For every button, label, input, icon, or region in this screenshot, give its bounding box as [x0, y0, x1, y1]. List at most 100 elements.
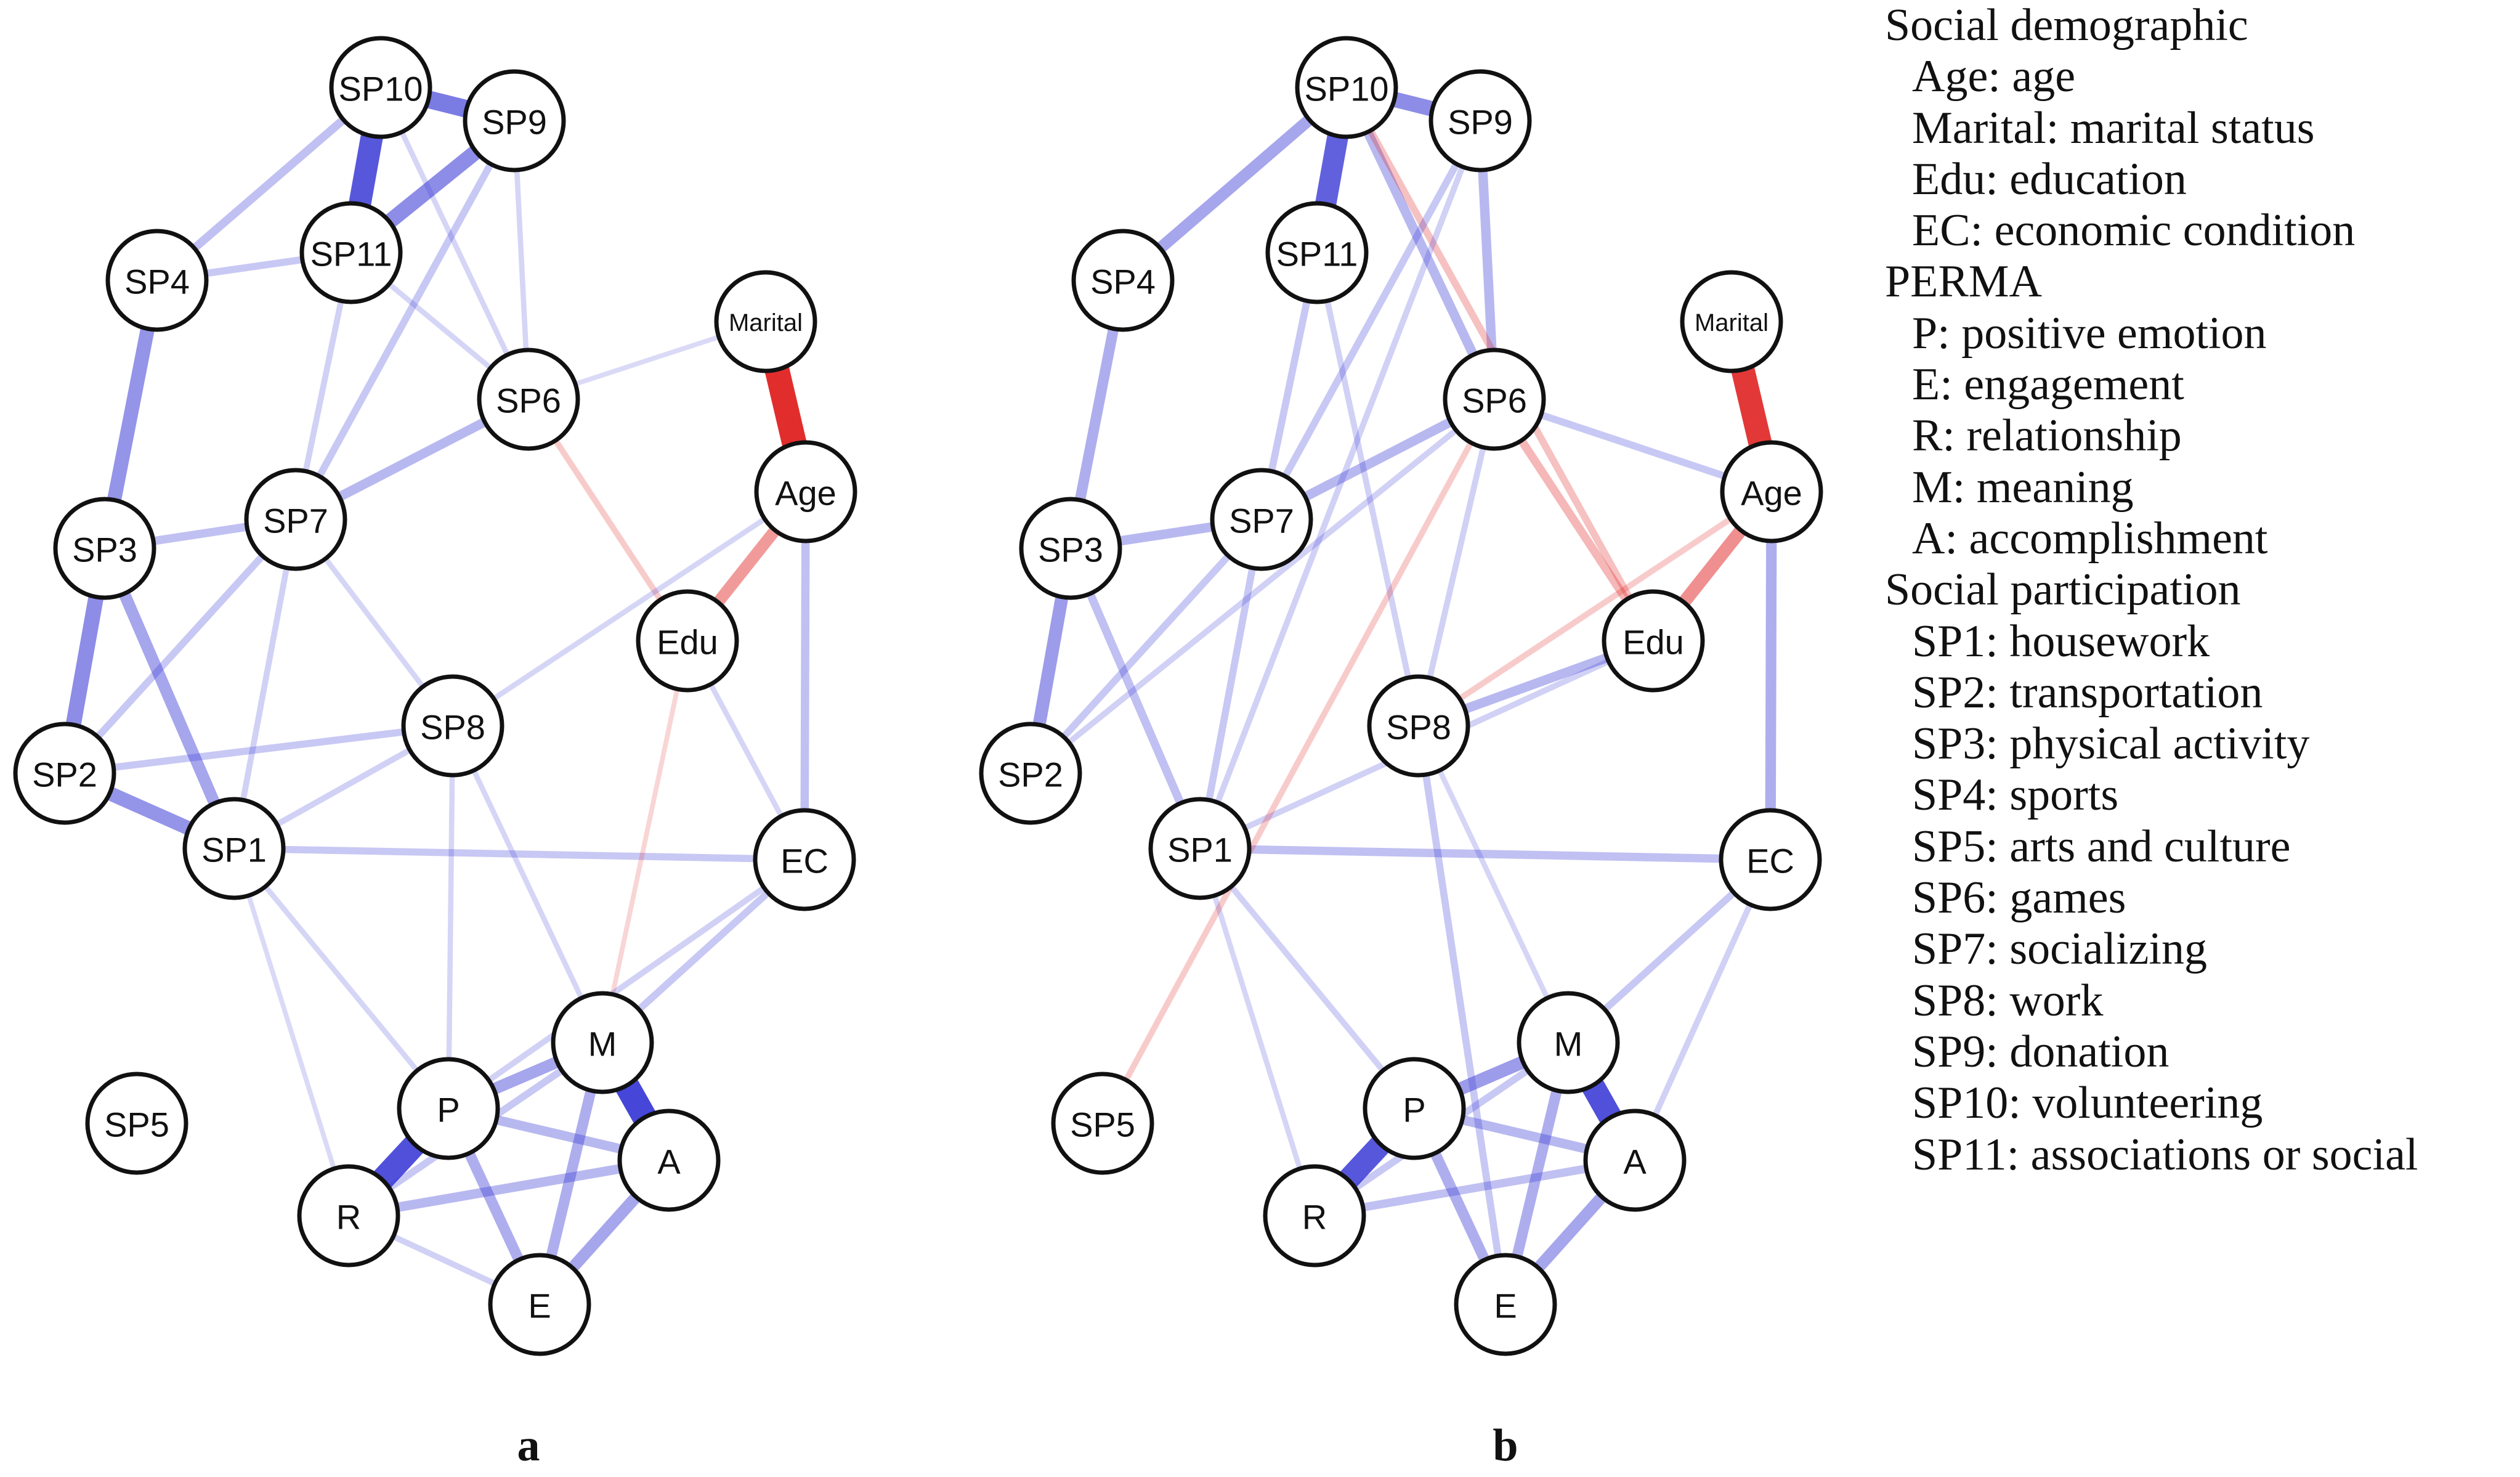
- edge-sp1-p: [231, 845, 452, 1112]
- node-sp8: SP8: [401, 674, 504, 778]
- node-label: SP8: [1386, 708, 1451, 747]
- node-label: P: [437, 1091, 460, 1129]
- legend-item: SP8: work: [1912, 975, 2104, 1026]
- node-circle: [297, 1164, 400, 1267]
- edge-ec-p: [445, 856, 808, 1112]
- node-label: SP4: [124, 262, 190, 301]
- network-panel-b: SP10SP9SP11SP4MaritalSP6AgeSP3SP7EduSP8S…: [979, 36, 1823, 1471]
- network-panel-a: SP10SP9SP11SP4MaritalSP6AgeSP3SP7EduSP8S…: [13, 36, 857, 1471]
- node-e: E: [488, 1253, 591, 1356]
- node-sp2: SP2: [979, 722, 1082, 825]
- edge-sp1-r: [1197, 845, 1318, 1219]
- node-label: SP10: [339, 70, 423, 108]
- node-circle: [244, 468, 347, 571]
- node-circle: [1148, 797, 1252, 900]
- edge-sp6-sp2: [1027, 396, 1497, 776]
- legend-item: SP2: transportation: [1912, 667, 2263, 718]
- node-sp9: SP9: [1428, 69, 1532, 173]
- node-sp11: SP11: [1265, 201, 1369, 304]
- node-circle: [714, 270, 817, 373]
- node-label: Edu: [1623, 623, 1684, 662]
- node-sp2: SP2: [13, 722, 116, 825]
- edge-sp7-sp9: [292, 117, 518, 523]
- node-circle: [1051, 1072, 1154, 1175]
- node-circle: [979, 722, 1082, 825]
- edge-age-sp8: [450, 489, 809, 729]
- legend-item: SP4: sports: [1912, 770, 2119, 821]
- node-sp1: SP1: [1148, 797, 1252, 900]
- node-sp4: SP4: [1071, 229, 1175, 332]
- node-edu: Edu: [1602, 589, 1705, 693]
- node-label: SP4: [1090, 262, 1156, 301]
- node-sp10: SP10: [1295, 36, 1398, 139]
- legend-item: Age: age: [1912, 51, 2076, 102]
- node-m: M: [551, 991, 654, 1094]
- edge-r-a: [1310, 1156, 1639, 1220]
- node-r: R: [297, 1164, 400, 1267]
- node-circle: [85, 1072, 188, 1175]
- edge-age-ec: [1765, 486, 1777, 865]
- node-label: Edu: [657, 623, 718, 662]
- legend-item: P: positive emotion: [1912, 307, 2267, 359]
- node-circle: [477, 348, 580, 451]
- legend-item: SP3: physical activity: [1912, 718, 2310, 770]
- node-circle: [105, 229, 209, 332]
- edge-sp3-sp1: [99, 542, 240, 855]
- edge-sp3-sp1: [1066, 544, 1204, 853]
- edge-sp6-sp10: [378, 84, 532, 402]
- edge-sp7-sp2: [1027, 516, 1265, 777]
- node-circle: [1428, 69, 1532, 173]
- legend-item: SP6: games: [1912, 873, 2126, 924]
- edge-sp8-p: [445, 723, 456, 1112]
- node-sp6: SP6: [1443, 348, 1546, 451]
- node-circle: [1019, 497, 1122, 600]
- edge-sp9-sp1: [1197, 118, 1483, 852]
- node-circle: [1263, 1164, 1366, 1267]
- node-label: SP9: [1448, 103, 1513, 142]
- node-label: SP3: [72, 531, 137, 569]
- node-label: P: [1403, 1091, 1425, 1129]
- node-age: Age: [1720, 440, 1823, 543]
- node-sp3: SP3: [53, 497, 156, 600]
- node-circle: [463, 69, 566, 173]
- legend-item: Edu: education: [1912, 153, 2187, 205]
- edge-sp7-sp2: [61, 516, 299, 777]
- legend-item: SP9: donation: [1912, 1026, 2170, 1077]
- node-circle: [754, 440, 857, 543]
- node-label: A: [1623, 1142, 1647, 1181]
- node-label: R: [336, 1198, 361, 1237]
- node-e: E: [1454, 1253, 1557, 1356]
- node-label: SP11: [310, 235, 392, 274]
- edge-sp8-m: [450, 723, 606, 1046]
- node-circle: [636, 589, 739, 693]
- legend-item: Marital: marital status: [1912, 102, 2315, 153]
- node-sp9: SP9: [463, 69, 566, 173]
- legend-heading: Social demographic: [1885, 0, 2248, 51]
- edge-sp6-sp8: [1416, 396, 1497, 729]
- edge-r-a: [344, 1155, 674, 1221]
- node-marital: Marital: [714, 270, 817, 373]
- edge-sp1-r: [232, 846, 351, 1218]
- node-circle: [1367, 674, 1470, 778]
- node-circle: [1719, 808, 1822, 911]
- node-label: SP2: [998, 755, 1063, 794]
- node-sp8: SP8: [1367, 674, 1470, 778]
- node-label: SP5: [1070, 1105, 1135, 1144]
- node-label: EC: [1746, 842, 1794, 881]
- edge-sp8-e: [1415, 722, 1509, 1308]
- legend-item: E: engagement: [1912, 359, 2184, 410]
- node-ec: EC: [1719, 808, 1822, 911]
- node-label: SP9: [482, 103, 547, 142]
- node-circle: [1602, 589, 1705, 693]
- node-label: M: [588, 1025, 617, 1064]
- node-label: Age: [1741, 474, 1802, 513]
- node-circle: [13, 722, 116, 825]
- node-circle: [299, 201, 403, 304]
- node-label: SP6: [496, 381, 561, 420]
- node-sp7: SP7: [1210, 468, 1313, 571]
- network-figure: SP10SP9SP11SP4MaritalSP6AgeSP3SP7EduSP8S…: [13, 36, 1823, 1471]
- edge-sp8-m: [1416, 723, 1571, 1046]
- node-sp6: SP6: [477, 348, 580, 451]
- node-label: SP8: [420, 708, 485, 747]
- node-circle: [1583, 1109, 1687, 1212]
